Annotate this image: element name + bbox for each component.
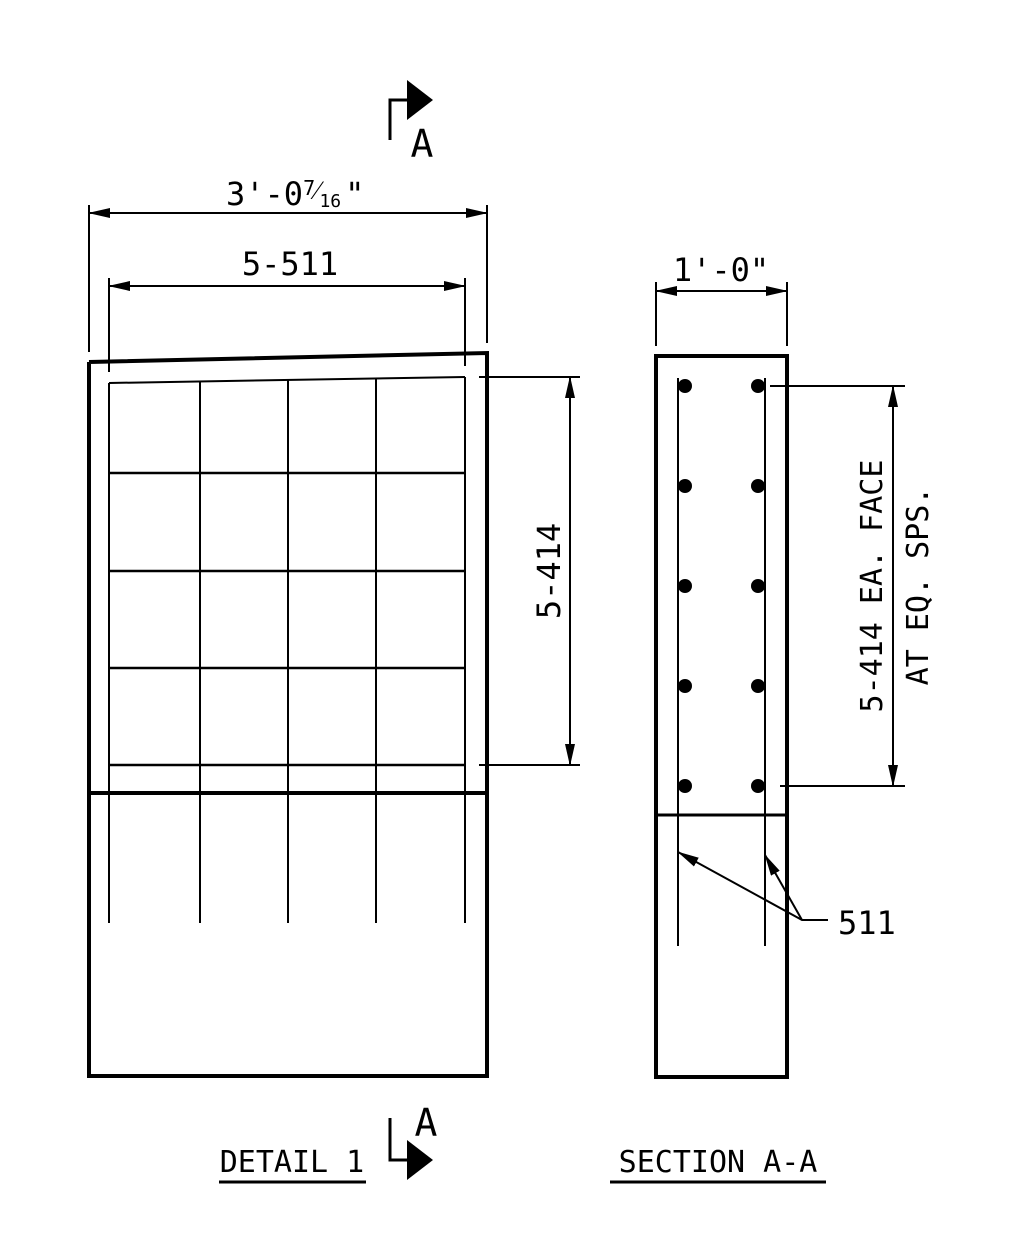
section-outline: [654, 354, 789, 1079]
bar-leaders: [677, 851, 828, 921]
bar-dot: [751, 679, 765, 693]
bar-dot: [678, 679, 692, 693]
overall-width-label: 3'-07⁄16": [226, 175, 364, 213]
vertical-bars-label: 5-414: [530, 523, 568, 619]
section-title: SECTION A-A: [619, 1145, 818, 1180]
section-width-label: 1'-0": [673, 251, 769, 289]
section-letter-top: A: [411, 122, 434, 166]
bar-dot: [678, 379, 692, 393]
section-bar-dimension: [770, 385, 905, 787]
section-a-a: 1'-0" 5-414 EA. FACE AT EQ. SPS. 511: [654, 251, 936, 1079]
detail-title: DETAIL 1: [220, 1145, 365, 1180]
horizontal-bars: [109, 471, 465, 767]
bar-dot: [751, 579, 765, 593]
bar-dot: [751, 779, 765, 793]
leader-label: 511: [838, 904, 896, 942]
horizontal-bar-dimension: [108, 278, 466, 372]
bar-dots: [678, 379, 765, 793]
bar-dot: [678, 579, 692, 593]
bar-dot: [678, 479, 692, 493]
section-bars-label-line2: AT EQ. SPS.: [901, 487, 936, 686]
horizontal-bars-label: 5-511: [242, 245, 338, 283]
detail-outline: [87, 350, 489, 1078]
section-letter-bottom: A: [415, 1101, 438, 1145]
bar-dot: [678, 779, 692, 793]
overall-width-dimension: [88, 205, 488, 352]
section-cut-marker-bottom: A: [388, 1101, 438, 1180]
vertical-bar-dimension: [479, 376, 580, 766]
section-cut-marker-top: A: [388, 80, 434, 166]
vertical-bars: [108, 377, 466, 923]
bar-dot: [751, 479, 765, 493]
section-bars-label-line1: 5-414 EA. FACE: [855, 460, 890, 713]
section-width-dimension: [655, 282, 788, 346]
bar-dot: [751, 379, 765, 393]
detail-1-elevation: 3'-07⁄16" 5-511 5-414: [87, 175, 580, 1078]
